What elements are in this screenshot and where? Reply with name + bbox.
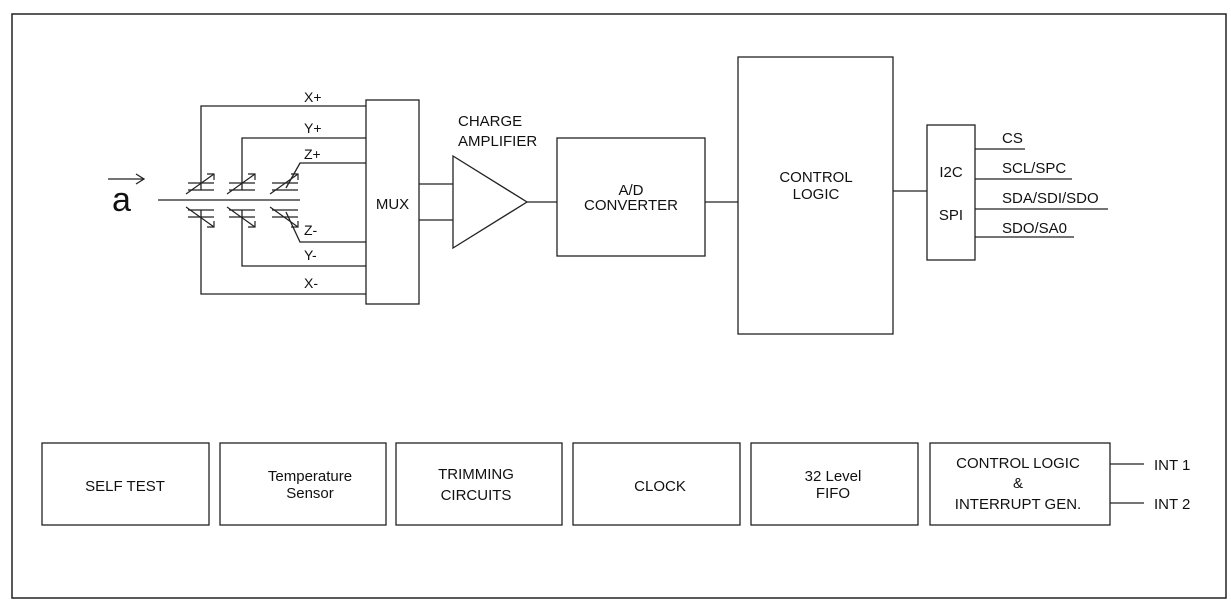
control-logic-label-line2: LOGIC (793, 186, 840, 203)
fifo-block (750, 442, 919, 526)
spi-label: SPI (939, 207, 963, 224)
interrupt-gen-label-line2: & (1013, 475, 1023, 492)
capacitor-z-plus-icon (269, 173, 299, 195)
interrupt-gen-label-line1: CONTROL LOGIC (956, 455, 1080, 472)
mux-input-label: Z+ (304, 146, 321, 162)
interrupt-gen-block (929, 442, 1111, 526)
int2-label: INT 2 (1154, 496, 1190, 513)
charge-amplifier-label-line2: AMPLIFIER (458, 133, 537, 150)
temperature-sensor-label-line2: Sensor (286, 485, 334, 502)
capacitor-y-plus-icon (226, 173, 256, 195)
pin-label: SDO/SA0 (1002, 220, 1067, 237)
bottom-blocks: SELF TEST Temperature Sensor TRIMMING CI… (41, 442, 1111, 526)
mux-input-label: X+ (304, 89, 322, 105)
interface-block (926, 124, 976, 261)
wire-x-minus (200, 210, 366, 295)
pin-label: SCL/SPC (1002, 160, 1066, 177)
capacitor-z-minus-icon (269, 206, 299, 228)
charge-amplifier-triangle (452, 154, 529, 250)
sensor-wiring (200, 105, 366, 295)
self-test-block (41, 442, 210, 526)
ad-converter-label-line1: A/D (618, 182, 643, 199)
mux-input-label: Z- (304, 222, 318, 238)
capacitor-x-plus-icon (185, 173, 215, 195)
clock-block (572, 442, 741, 526)
capacitors-bottom (185, 206, 299, 228)
mux-input-labels: X+ Y+ Z+ Z- Y- X- (304, 89, 322, 291)
temperature-sensor-block (219, 442, 387, 526)
control-logic-label-line1: CONTROL (779, 169, 852, 186)
acceleration-symbol: a (112, 181, 131, 219)
wire-x-plus (200, 105, 366, 190)
pin-label: CS (1002, 130, 1023, 147)
mux-block (365, 99, 420, 305)
acceleration-input: a (108, 173, 300, 219)
control-logic-block (737, 56, 894, 335)
trimming-circuits-label-line2: CIRCUITS (441, 487, 512, 504)
trimming-circuits-block (395, 442, 563, 526)
self-test-label: SELF TEST (85, 478, 165, 495)
ad-converter-block (556, 137, 706, 257)
ad-converter-label-line2: CONVERTER (584, 197, 678, 214)
mux-input-label: Y+ (304, 120, 322, 136)
wire-y-plus (241, 137, 366, 190)
mux-input-label: Y- (304, 247, 317, 263)
capacitor-x-minus-icon (185, 206, 215, 228)
temperature-sensor-label-line1: Temperature (268, 468, 352, 485)
vector-arrow-head (135, 173, 146, 185)
mux-input-label: X- (304, 275, 318, 291)
interrupt-outputs: INT 1 INT 2 (1110, 457, 1190, 513)
capacitor-y-minus-icon (226, 206, 256, 228)
clock-label: CLOCK (634, 478, 686, 495)
wire-y-minus (241, 210, 366, 267)
i2c-label: I2C (939, 164, 963, 181)
int1-label: INT 1 (1154, 457, 1190, 474)
pin-label: SDA/SDI/SDO (1002, 190, 1099, 207)
outer-frame (11, 13, 1227, 599)
fifo-label-line2: FIFO (816, 485, 850, 502)
mux-label: MUX (376, 196, 409, 213)
interrupt-gen-label-line3: INTERRUPT GEN. (955, 496, 1081, 513)
trimming-circuits-label-line1: TRIMMING (438, 466, 514, 483)
fifo-label-line1: 32 Level (805, 468, 862, 485)
interface-pins: CS SCL/SPC SDA/SDI/SDO SDO/SA0 (975, 130, 1108, 238)
capacitors-top (185, 173, 299, 195)
charge-amplifier-label-line1: CHARGE (458, 113, 522, 130)
